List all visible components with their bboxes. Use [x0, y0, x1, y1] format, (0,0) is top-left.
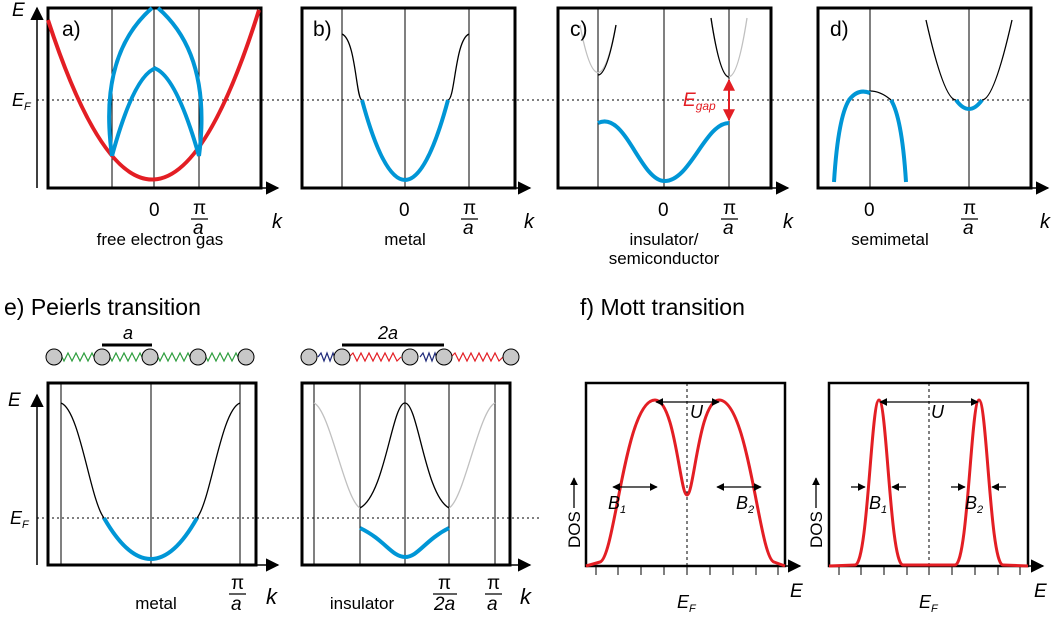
- svg-text:B1: B1: [608, 493, 626, 516]
- svg-text:k: k: [520, 584, 532, 609]
- panel-d-caption: semimetal: [851, 230, 928, 249]
- svg-text:EF: EF: [10, 508, 30, 531]
- svg-text:π: π: [723, 198, 736, 219]
- panel-c-caption-1: insulator/: [630, 230, 699, 249]
- svg-text:π: π: [193, 198, 206, 219]
- panel-e-insulator: insulator π 2a π a k: [300, 381, 532, 615]
- semimetal-electron-pocket: [954, 98, 984, 111]
- svg-text:2a: 2a: [433, 594, 455, 615]
- panel-f-left: U B1 B2 DOS EF E: [565, 381, 803, 615]
- svg-text:0: 0: [399, 200, 410, 221]
- svg-text:U: U: [931, 402, 945, 422]
- svg-text:π: π: [487, 573, 500, 594]
- svg-text:EF: EF: [919, 592, 939, 615]
- svg-text:a: a: [193, 218, 204, 239]
- panel-b-frame: [300, 6, 517, 190]
- gap-label: Egap: [683, 90, 716, 113]
- panel-d: d) 0 π a k semimetal: [816, 6, 1051, 249]
- svg-text:a: a: [231, 594, 242, 615]
- metal-occupied-band: [102, 517, 199, 561]
- svg-text:k: k: [266, 584, 278, 609]
- svg-text:EF: EF: [677, 592, 697, 615]
- svg-text:π: π: [438, 573, 451, 594]
- panel-b: b) 0 π a k metal: [300, 6, 535, 249]
- free-electron-parabola: [46, 9, 261, 182]
- panel-e-metal-caption: metal: [135, 594, 177, 613]
- panel-a: a) 0 π a k free electron gas: [46, 6, 283, 249]
- panel-e-metal: metal π a k: [46, 381, 280, 615]
- panel-a-caption: free electron gas: [97, 230, 224, 249]
- svg-text:a: a: [123, 323, 133, 343]
- svg-text:a: a: [723, 218, 734, 239]
- svg-text:E: E: [790, 581, 803, 602]
- svg-text:π: π: [963, 198, 976, 219]
- svg-text:π: π: [463, 198, 476, 219]
- mott-dos-curve-insulator: [828, 398, 1029, 568]
- svg-text:0: 0: [864, 200, 875, 221]
- svg-text:B2: B2: [965, 493, 983, 516]
- svg-text:k: k: [783, 211, 794, 233]
- occupied-band: [360, 99, 450, 182]
- panel-e-insulator-caption: insulator: [330, 594, 395, 613]
- panel-e-title: e) Peierls transition: [4, 294, 201, 320]
- insulator-lower-band: [359, 526, 450, 560]
- svg-text:E: E: [8, 390, 21, 411]
- svg-text:0: 0: [658, 200, 669, 221]
- panel-c-tag: c): [570, 18, 588, 41]
- svg-text:B1: B1: [869, 493, 887, 516]
- svg-text:a: a: [463, 218, 474, 239]
- svg-text:k: k: [1040, 211, 1051, 233]
- k-axis-label: k: [272, 211, 283, 233]
- svg-text:E: E: [1034, 581, 1047, 602]
- panel-c-caption-2: semiconductor: [609, 249, 720, 268]
- folded-band-right: [153, 66, 201, 157]
- panel-f-right: U B1 B2 DOS EF E: [807, 381, 1047, 615]
- panel-f-title: f) Mott transition: [580, 294, 745, 320]
- k-zero-label: 0: [149, 200, 160, 221]
- semimetal-hole-band: [832, 89, 871, 183]
- svg-text:a: a: [963, 218, 974, 239]
- svg-text:k: k: [524, 211, 535, 233]
- insulator-upper-band: [359, 402, 450, 509]
- lattice-insulator: 2a: [300, 323, 520, 366]
- panel-d-tag: d): [830, 18, 849, 41]
- energy-axis-label: E: [12, 0, 25, 21]
- panel-a-tag: a): [62, 18, 81, 41]
- dos-axis-label: DOS: [565, 511, 584, 548]
- valence-band: [597, 119, 730, 184]
- panel-b-tag: b): [313, 18, 332, 41]
- svg-text:π: π: [231, 573, 244, 594]
- svg-text:DOS: DOS: [807, 511, 826, 548]
- panel-c: Egap c) 0 π a k insulator/ semiconductor: [556, 6, 794, 268]
- svg-text:a: a: [487, 594, 498, 615]
- panel-b-caption: metal: [384, 230, 426, 249]
- mott-dos-curve-metal: [585, 398, 786, 568]
- lattice-metal: a: [45, 323, 255, 366]
- svg-text:U: U: [690, 402, 704, 422]
- svg-text:B2: B2: [736, 493, 754, 516]
- fermi-label: EF: [12, 90, 32, 113]
- folded-band-left: [110, 66, 157, 157]
- svg-text:2a: 2a: [377, 323, 398, 343]
